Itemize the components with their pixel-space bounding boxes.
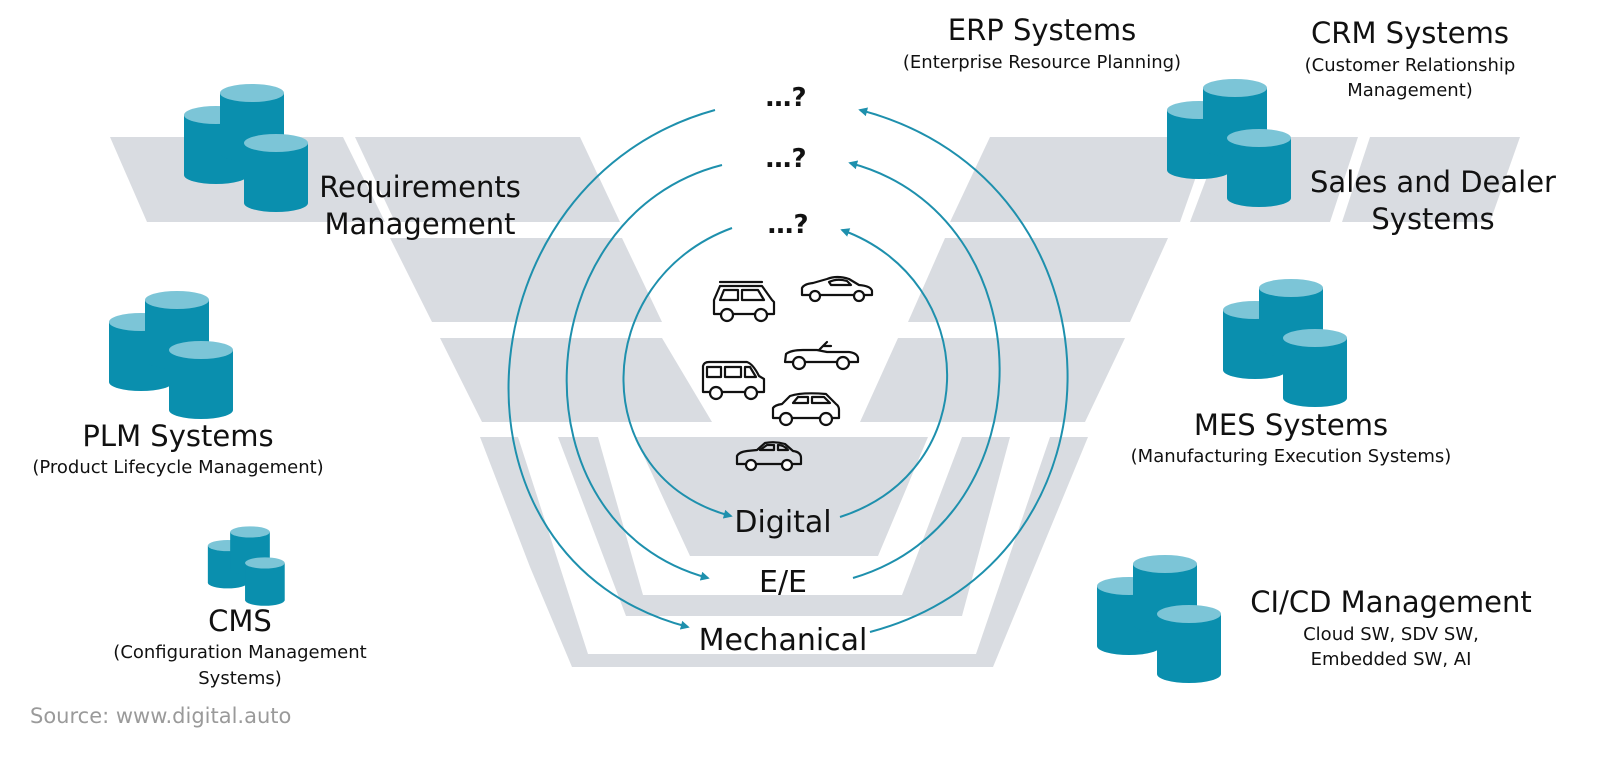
plm-subtitle: (Product Lifecycle Management)	[32, 457, 323, 478]
mes-subtitle: (Manufacturing Execution Systems)	[1131, 446, 1452, 467]
cicd-subtitle-line1: Cloud SW, SDV SW,	[1303, 624, 1479, 645]
band-second-left	[390, 238, 662, 322]
band-separators	[518, 437, 1050, 654]
crm-title: CRM Systems	[1311, 16, 1509, 50]
band-digital	[635, 437, 928, 546]
source-caption: Source: www.digital.auto	[30, 704, 291, 728]
hatchback-icon	[771, 392, 841, 427]
plm-database-icon	[109, 291, 233, 419]
band-top-left	[355, 137, 620, 222]
cms-subtitle-line2: Systems)	[198, 668, 282, 689]
cicd-title: CI/CD Management	[1250, 585, 1531, 619]
convertible-icon	[783, 340, 860, 371]
band-top-right	[950, 137, 1210, 222]
outer-arrow-right	[858, 107, 1069, 633]
requirements-title-line2: Management	[324, 207, 515, 241]
unknown-layer-inner: …?	[767, 210, 808, 240]
mes-database-icon	[1223, 279, 1347, 407]
inner-arrow-right	[839, 228, 948, 518]
lifecycle-arrows	[507, 107, 1069, 633]
inner-arrow-left	[622, 227, 733, 519]
cms-title: CMS	[208, 604, 272, 638]
van-icon	[701, 360, 766, 401]
requirements-title-line1: Requirements	[319, 170, 521, 204]
suv-icon	[712, 280, 776, 323]
band-third-right	[860, 338, 1125, 422]
cms-subtitle-line1: (Configuration Management	[113, 642, 366, 663]
mes-title: MES Systems	[1194, 408, 1388, 442]
erp-subtitle: (Enterprise Resource Planning)	[903, 52, 1181, 73]
band-third-left	[440, 338, 712, 422]
mechanical-layer-label: Mechanical	[699, 623, 868, 658]
middle-arrow-right	[848, 160, 1001, 579]
sales-title-line2: Systems	[1371, 202, 1494, 236]
unknown-layer-middle: …?	[765, 144, 806, 174]
outer-arrow-left	[507, 109, 716, 630]
ee-inner-cut	[598, 437, 962, 595]
crm-subtitle-line1: (Customer Relationship	[1305, 55, 1516, 76]
digital-layer-label: Digital	[734, 505, 831, 540]
sales-title-line1: Sales and Dealer	[1310, 165, 1556, 199]
cms-database-icon	[208, 526, 285, 605]
cicd-database-icon	[1097, 555, 1221, 683]
unknown-layer-outer: …?	[765, 83, 806, 113]
middle-arrow-left	[565, 164, 723, 581]
sports-car-icon	[800, 275, 874, 303]
crm-subtitle-line2: Management)	[1347, 80, 1473, 101]
plm-title: PLM Systems	[82, 419, 273, 453]
ee-layer-label: E/E	[759, 565, 807, 600]
band-top-right-outer	[1342, 137, 1520, 222]
cicd-subtitle-line2: Embedded SW, AI	[1311, 649, 1472, 670]
erp-title: ERP Systems	[948, 13, 1136, 47]
